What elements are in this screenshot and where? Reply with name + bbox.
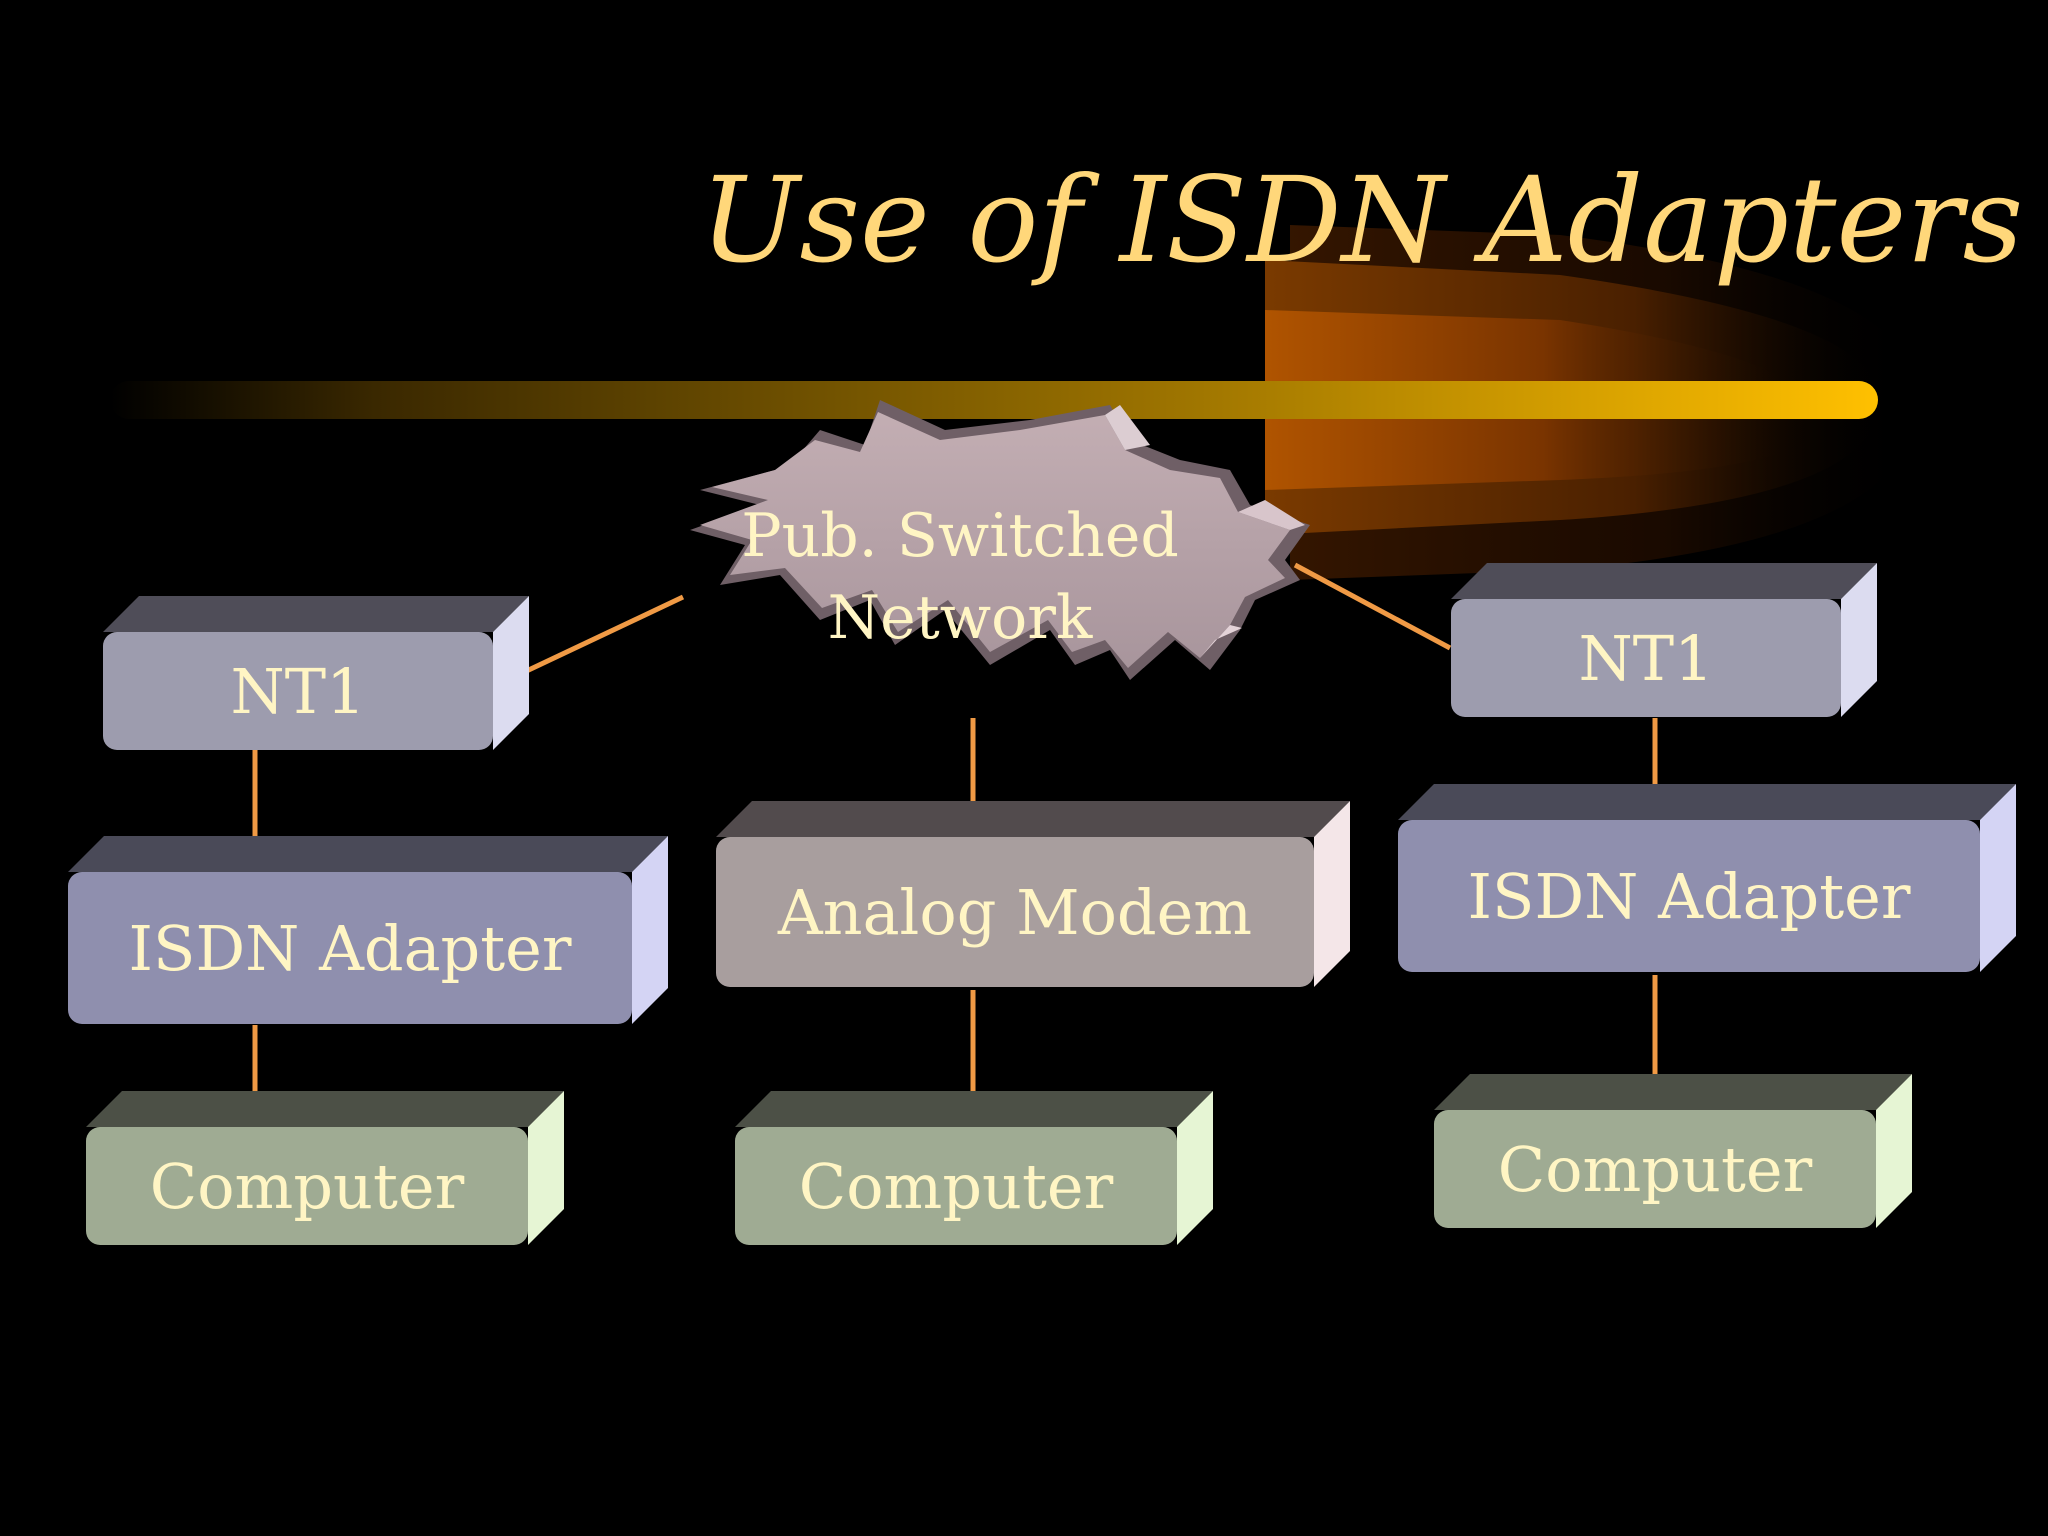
center-computer-label: Computer — [798, 1149, 1114, 1223]
left-nt1-label: NT1 — [230, 654, 366, 728]
center-computer-box: Computer — [735, 1091, 1213, 1245]
connector-network-to-right-nt1 — [1293, 562, 1452, 651]
slide-title: Use of ISDN Adapters — [700, 151, 2024, 289]
network-label-line1: Pub. Switched — [741, 501, 1179, 571]
right-isdn-adapter-box: ISDN Adapter — [1398, 784, 2016, 972]
analog-modem-label: Analog Modem — [777, 875, 1253, 949]
right-isdn-adapter-label: ISDN Adapter — [1467, 859, 1911, 933]
left-isdn-adapter-box: ISDN Adapter — [68, 836, 668, 1024]
title-underline-bar — [110, 381, 1878, 419]
network-label: Pub. Switched Network — [690, 495, 1230, 659]
public-switched-network-cloud — [690, 400, 1310, 680]
right-computer-label: Computer — [1497, 1132, 1813, 1206]
right-computer-box: Computer — [1434, 1074, 1912, 1228]
right-nt1-box: NT1 — [1451, 563, 1877, 717]
analog-modem-box: Analog Modem — [716, 801, 1350, 987]
network-label-line2: Network — [827, 583, 1093, 653]
left-computer-label: Computer — [149, 1149, 465, 1223]
right-nt1-label: NT1 — [1578, 621, 1714, 695]
left-computer-box: Computer — [86, 1091, 564, 1245]
left-nt1-box: NT1 — [103, 596, 529, 750]
left-isdn-adapter-label: ISDN Adapter — [128, 911, 572, 985]
